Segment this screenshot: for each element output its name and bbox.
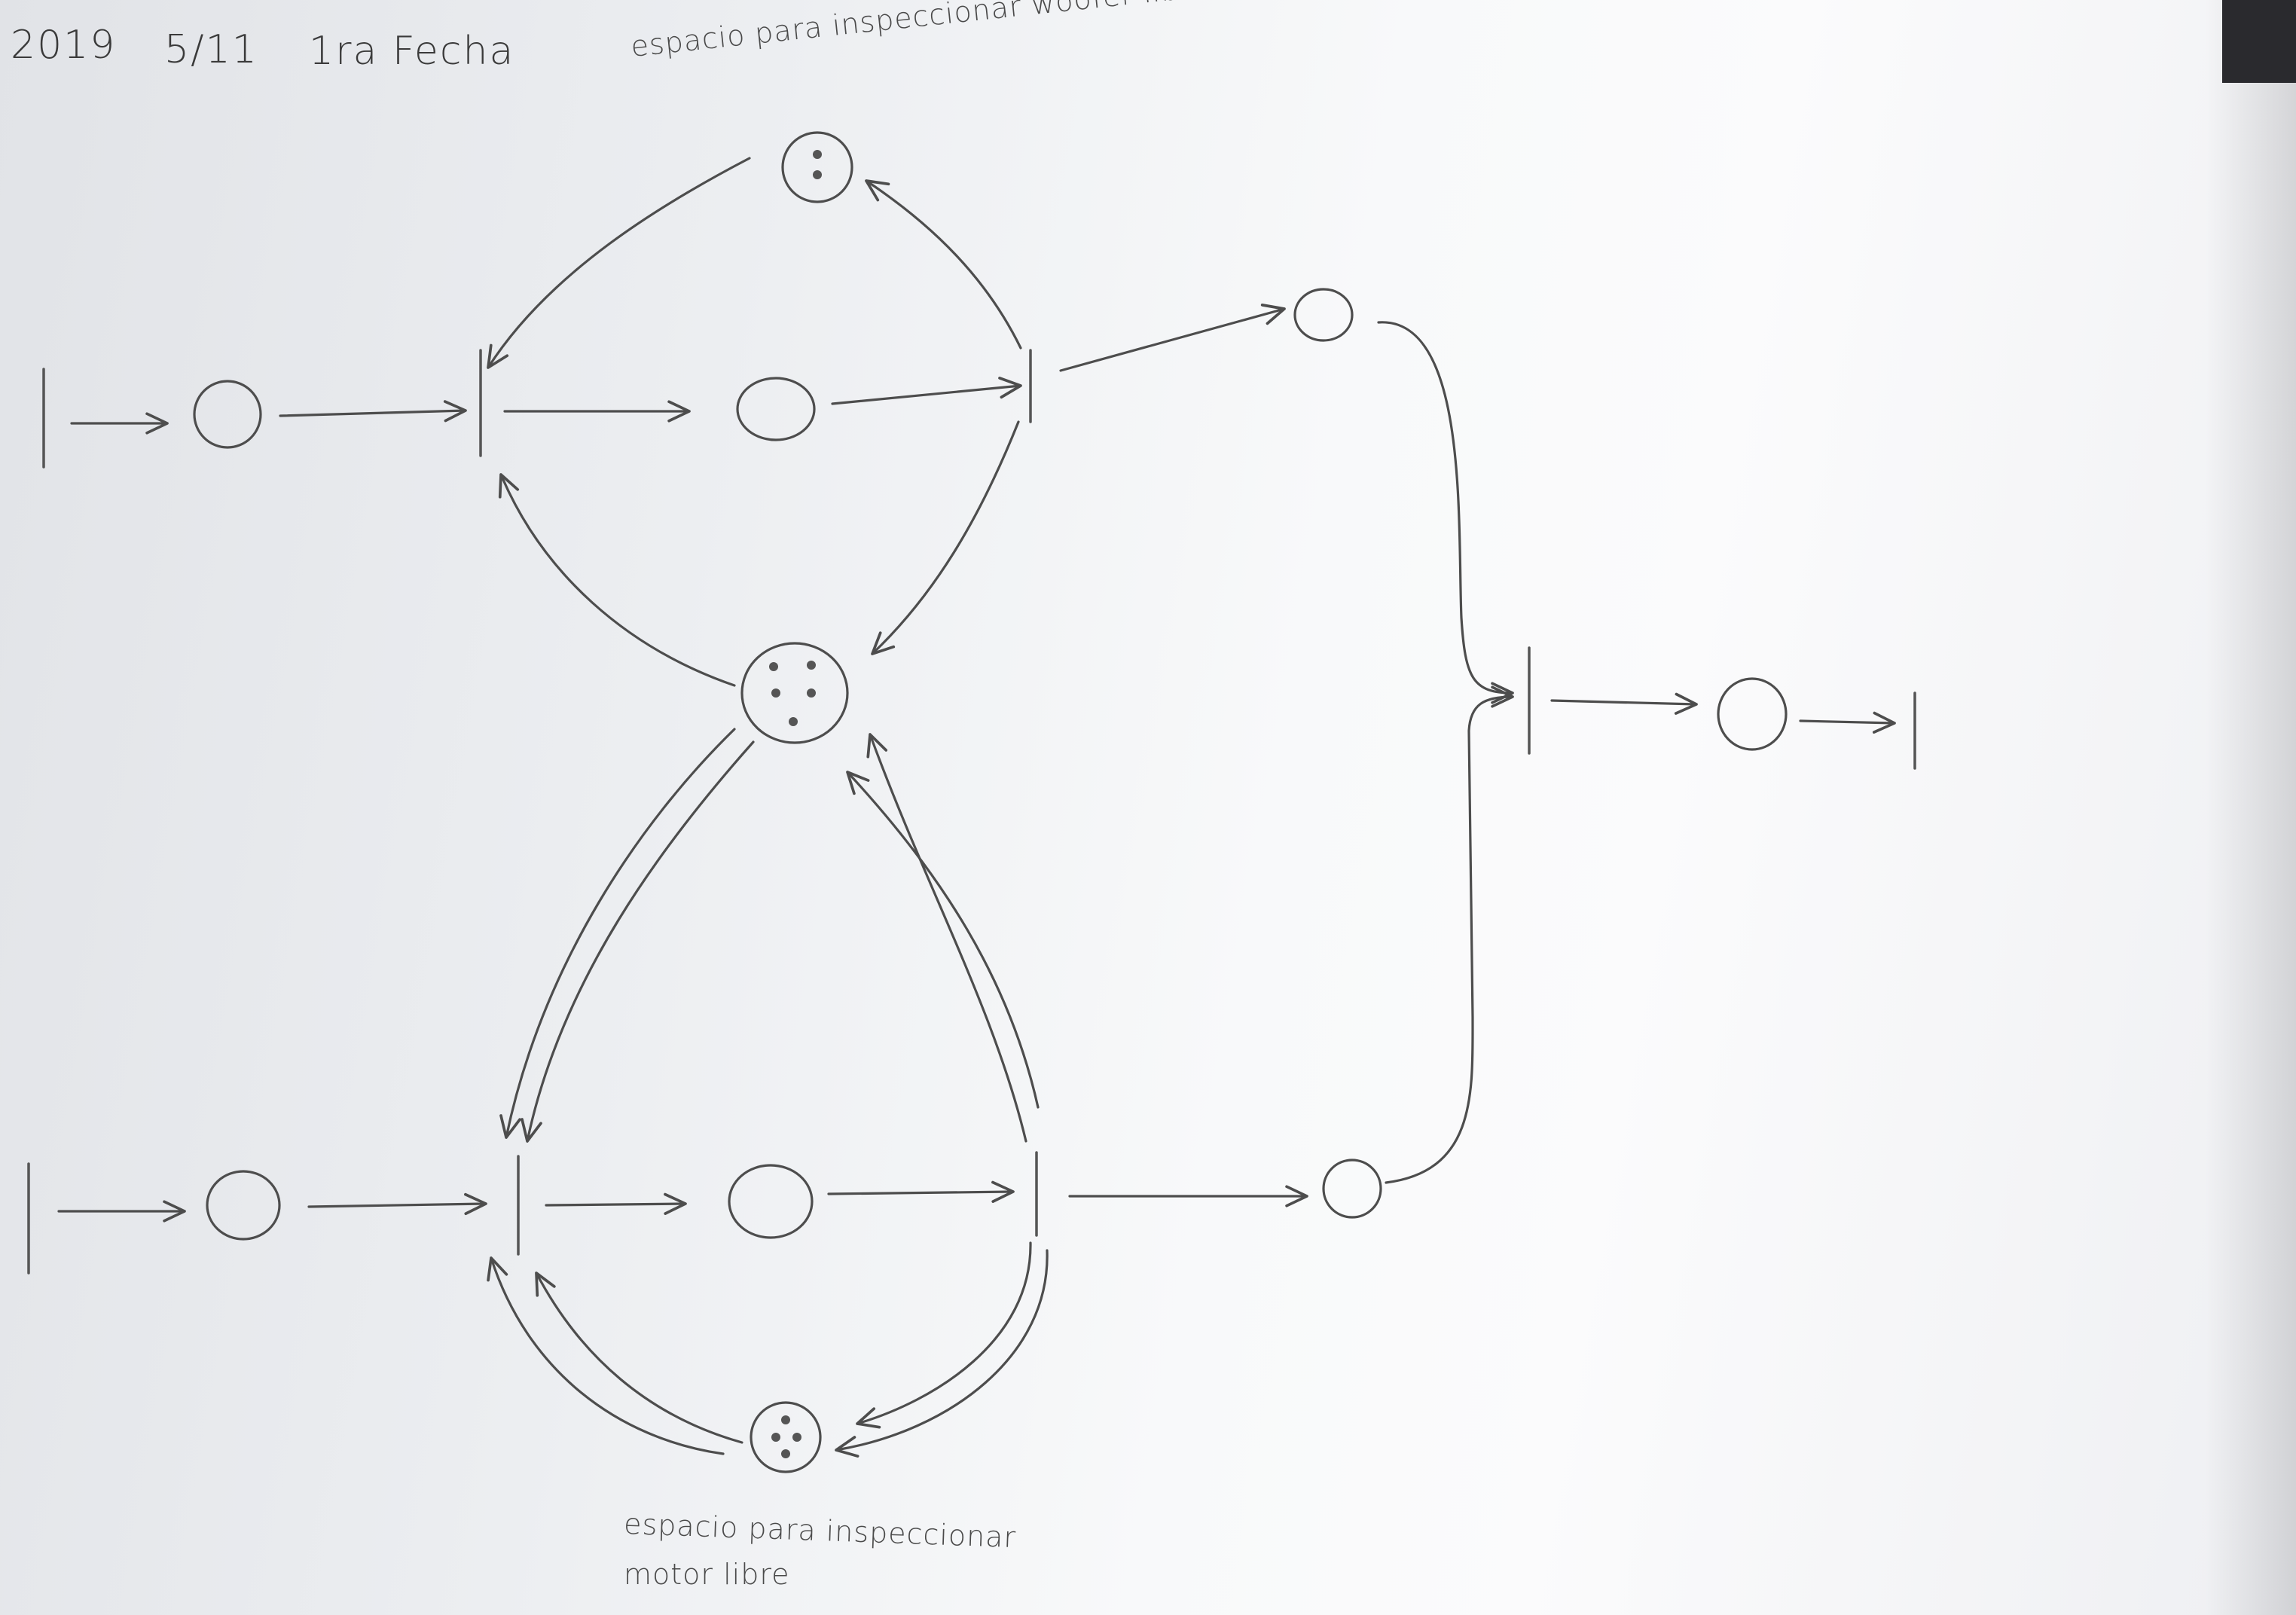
place-p5 [728,1164,814,1239]
token [807,661,816,670]
paper-edge-shadow [2206,0,2296,1615]
arc-t3-shared [871,420,1020,655]
token [771,1433,780,1442]
place-p3 [1293,288,1354,342]
arc-motor-free-t5-a [535,1272,743,1444]
token [771,688,780,698]
arc-p5-t6 [827,1180,1015,1203]
arcs [57,157,1896,1458]
arc-t6-motor-free-b [835,1249,1049,1458]
note-motor-space-line2: motor libre [624,1558,790,1591]
tokens [769,150,822,1458]
token [813,150,822,159]
arc-p4-t5 [307,1192,487,1216]
arc-p6-t7 [1385,685,1514,1184]
token [789,717,798,726]
arc-t6-shared-b [866,733,1027,1143]
place-p2 [736,377,816,441]
transitions [27,349,1916,1275]
token [769,662,778,671]
token [792,1433,801,1442]
arc-p3-t7 [1377,321,1514,704]
arc-t3-woofer-free [865,179,1022,350]
arc-t5-p5 [545,1192,687,1215]
arc-shared-t5-b [521,740,755,1143]
place-motor-free [750,1401,822,1473]
arc-p7-t8 [1799,711,1896,734]
place-p6 [1322,1159,1382,1219]
arc-t3-p3 [1059,304,1286,372]
token [781,1449,790,1458]
place-shared-resource [740,642,849,744]
places [193,131,1788,1473]
background-corner [2222,0,2296,83]
place-woofer-free [781,131,853,203]
arc-motor-free-t5-b [487,1256,725,1455]
header-fecha: 1ra Fecha [309,29,515,74]
arc-t6-shared-a [846,771,1040,1109]
arc-t6-motor-free-a [856,1241,1032,1429]
token [781,1415,790,1424]
token [807,688,816,698]
place-p7 [1717,677,1788,751]
header-year: 2019 [11,23,117,68]
arc-p2-t3 [831,377,1022,405]
arc-woofer-free-t2 [487,157,751,369]
arc-shared-t2 [498,473,736,687]
header-date: 5/11 [164,27,258,72]
arc-p1-t2 [279,400,467,423]
arc-t7-p7 [1550,692,1698,715]
token [813,170,822,179]
place-p1 [193,380,262,449]
arc-shared-t5-a [499,728,736,1139]
place-p4 [206,1170,281,1241]
